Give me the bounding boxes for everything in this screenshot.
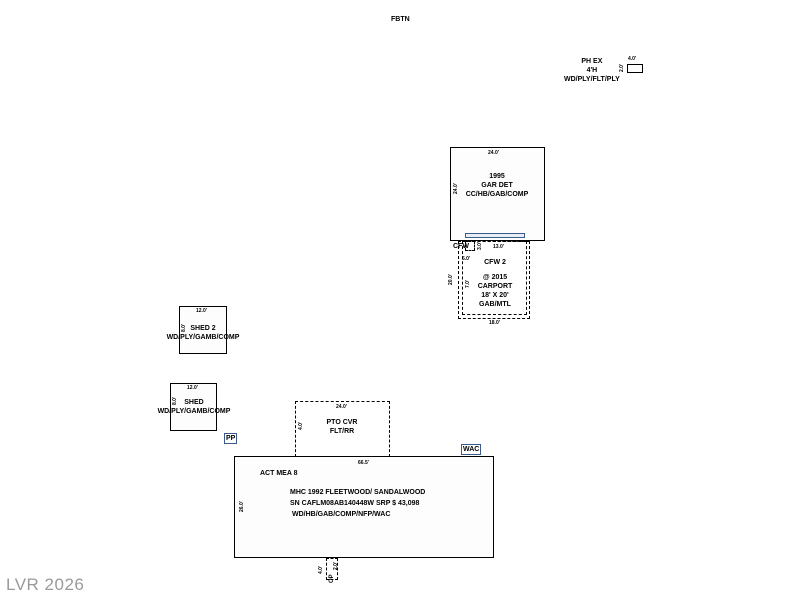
garage-line: CC/HB/GAB/COMP [465,191,529,199]
op-dim-b: 2.0' [333,561,339,570]
patio-width-dim: 24.0' [336,404,347,410]
shed2-width-dim: 12.0' [196,308,207,314]
cfw-small-label: CFW [453,243,469,250]
garage-height-dim: 24.0' [453,183,459,194]
shed2-line: WD/PLY/GAMB/COMP [166,334,240,342]
op-box [326,558,338,580]
ph-ex-box [627,64,643,73]
carport-inner-box [462,241,527,315]
shed2-line: SHED 2 [190,325,216,332]
patio-line: FLT/RR [329,428,355,436]
shed-line: SHED [184,399,204,406]
carport-bottom-dim: 18.0' [489,320,500,326]
garage-box [450,147,545,241]
carport-line: CARPORT [477,283,513,291]
north-label: FBTN [391,16,410,23]
carport-height-dim: 20.0' [448,274,454,285]
patio-label: PTO CVR FLT/RR [312,418,372,436]
house-act-label: ACT MEA 8 [260,470,298,477]
house-line-3: WD/HB/GAB/COMP/NFP/WAC [292,511,391,518]
garage-width-dim: 24.0' [488,150,499,156]
ph-ex-height-dim: 2.0' [619,63,625,72]
patio-line: PTO CVR [326,419,358,426]
house-width-dim: 66.5' [358,460,369,466]
carport-line: @ 2015 [482,274,508,282]
ph-ex-line: PH EX [581,58,603,65]
garage-door-bar [465,233,525,238]
carport-label: CFW 2 @ 2015 CARPORT 18' X 20' GAB/MTL [465,258,525,309]
garage-line: 1995 [489,173,505,180]
carport-line: 18' X 20' [481,292,509,300]
house-height-dim: 26.0' [239,501,245,512]
carport-line: GAB/MTL [479,301,511,309]
carport-line: CFW 2 [484,259,506,266]
shed-label: SHED WD/PLY/GAMB/COMP [154,398,234,416]
op-dim-a: 4.0' [318,565,324,574]
shed2-label: SHED 2 WD/PLY/GAMB/COMP [163,324,243,342]
house-line-1: MHC 1992 FLEETWOOD/ SANDALWOOD [290,489,426,496]
watermark: LVR 2026 [6,575,85,594]
ph-ex-label: PH EX 4'H WD/PLY/FLT/PLY [564,57,620,84]
garage-label: 1995 GAR DET CC/HB/GAB/COMP [462,172,532,199]
ph-ex-line: 4'H [586,67,598,75]
patio-height-dim: 4.0' [298,421,304,430]
shed2-box [179,306,227,354]
house-line-2: SN CAFLM08AB140448W SRP $ 43,098 [290,500,420,507]
carport-top-dim: 13.0' [493,244,504,250]
ph-ex-width-dim: 4.0' [628,56,637,62]
wac-tag: WAC [461,444,482,455]
garage-line: GAR DET [481,182,513,190]
op-label: OP [329,574,335,583]
ph-ex-line: WD/PLY/FLT/PLY [564,76,620,84]
shed-box [170,383,217,431]
shed-line: WD/PLY/GAMB/COMP [157,408,231,416]
carport-left-inner-dim: 5.0' [462,256,471,262]
shed-width-dim: 12.0' [187,385,198,391]
house-box [234,456,494,558]
pp-tag: PP [224,433,238,444]
